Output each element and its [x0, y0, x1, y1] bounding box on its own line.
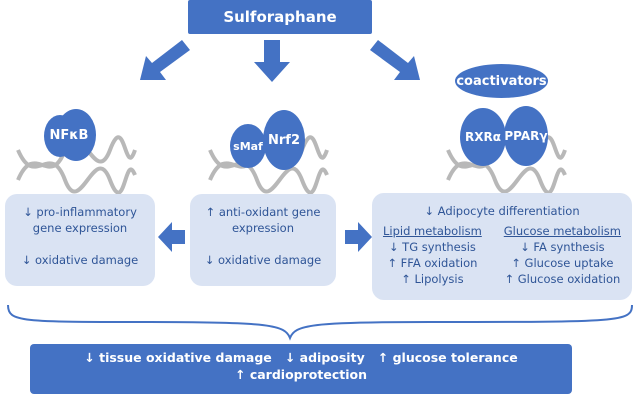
- nfkb-label: NFκB: [49, 127, 89, 143]
- arrow-down: [254, 40, 290, 82]
- text-line: ↓ oxidative damage: [21, 253, 139, 267]
- ppar-label: PPARγ: [504, 129, 548, 143]
- arrow-right-diagonal: [370, 40, 420, 80]
- lipid-item: ↑ Lipolysis: [401, 272, 464, 286]
- smaf-label: sMaf: [233, 139, 263, 153]
- arrow-left-diagonal: [140, 40, 190, 80]
- lipid-column: Lipid metabolism ↓ TG synthesis ↑ FFA ox…: [383, 223, 482, 287]
- sulforaphane-box: Sulforaphane: [188, 0, 372, 34]
- nrf2-label: Nrf2: [268, 132, 300, 148]
- text-line: ↓ pro-inflammatory: [23, 205, 137, 219]
- glucose-column: Glucose metabolism ↓ FA synthesis ↑ Gluc…: [504, 223, 621, 287]
- text-line: expression: [231, 221, 295, 235]
- outcomes-box: ↓ tissue oxidative damage ↓ adiposity ↑ …: [30, 344, 572, 394]
- text-line: ↓ oxidative damage: [204, 253, 322, 267]
- nrf2-protein: Nrf2: [263, 110, 305, 170]
- adipocyte-header: ↓ Adipocyte differentiation: [424, 204, 580, 218]
- rxr-protein: RXRα: [460, 108, 506, 166]
- glucose-title: Glucose metabolism: [503, 224, 621, 238]
- glucose-item: ↑ Glucose oxidation: [504, 272, 621, 286]
- metabolism-columns: Lipid metabolism ↓ TG synthesis ↑ FFA ox…: [372, 223, 632, 287]
- glucose-item: ↑ Glucose uptake: [511, 256, 614, 270]
- nfkb-effects-box: ↓ pro-inflammatory gene expression ↓ oxi…: [5, 194, 155, 286]
- smaf-protein: sMaf: [230, 124, 266, 168]
- nrf2-effects-box: ↑ anti-oxidant gene expression ↓ oxidati…: [190, 194, 336, 286]
- arrow-left-small: [158, 222, 185, 252]
- text-line: gene expression: [32, 221, 128, 235]
- outcomes-line: ↓ tissue oxidative damage ↓ adiposity ↑ …: [84, 350, 518, 365]
- ppar-effects-box: ↓ Adipocyte differentiation Lipid metabo…: [372, 193, 632, 300]
- coactivators-label: coactivators: [456, 73, 547, 89]
- ppar-protein: PPARγ: [504, 106, 548, 166]
- lipid-item: ↑ FFA oxidation: [387, 256, 478, 270]
- arrow-right-small: [345, 222, 372, 252]
- outcomes-line: ↑ cardioprotection: [235, 367, 367, 382]
- lipid-title: Lipid metabolism: [382, 224, 482, 238]
- brace: [7, 304, 633, 341]
- lipid-item: ↓ TG synthesis: [388, 240, 476, 254]
- nfkb-protein: NFκB: [50, 109, 96, 161]
- coactivators-protein: coactivators: [455, 64, 548, 98]
- rxr-label: RXRα: [465, 130, 501, 144]
- glucose-item: ↓ FA synthesis: [520, 240, 605, 254]
- text-line: ↑ anti-oxidant gene: [205, 205, 321, 219]
